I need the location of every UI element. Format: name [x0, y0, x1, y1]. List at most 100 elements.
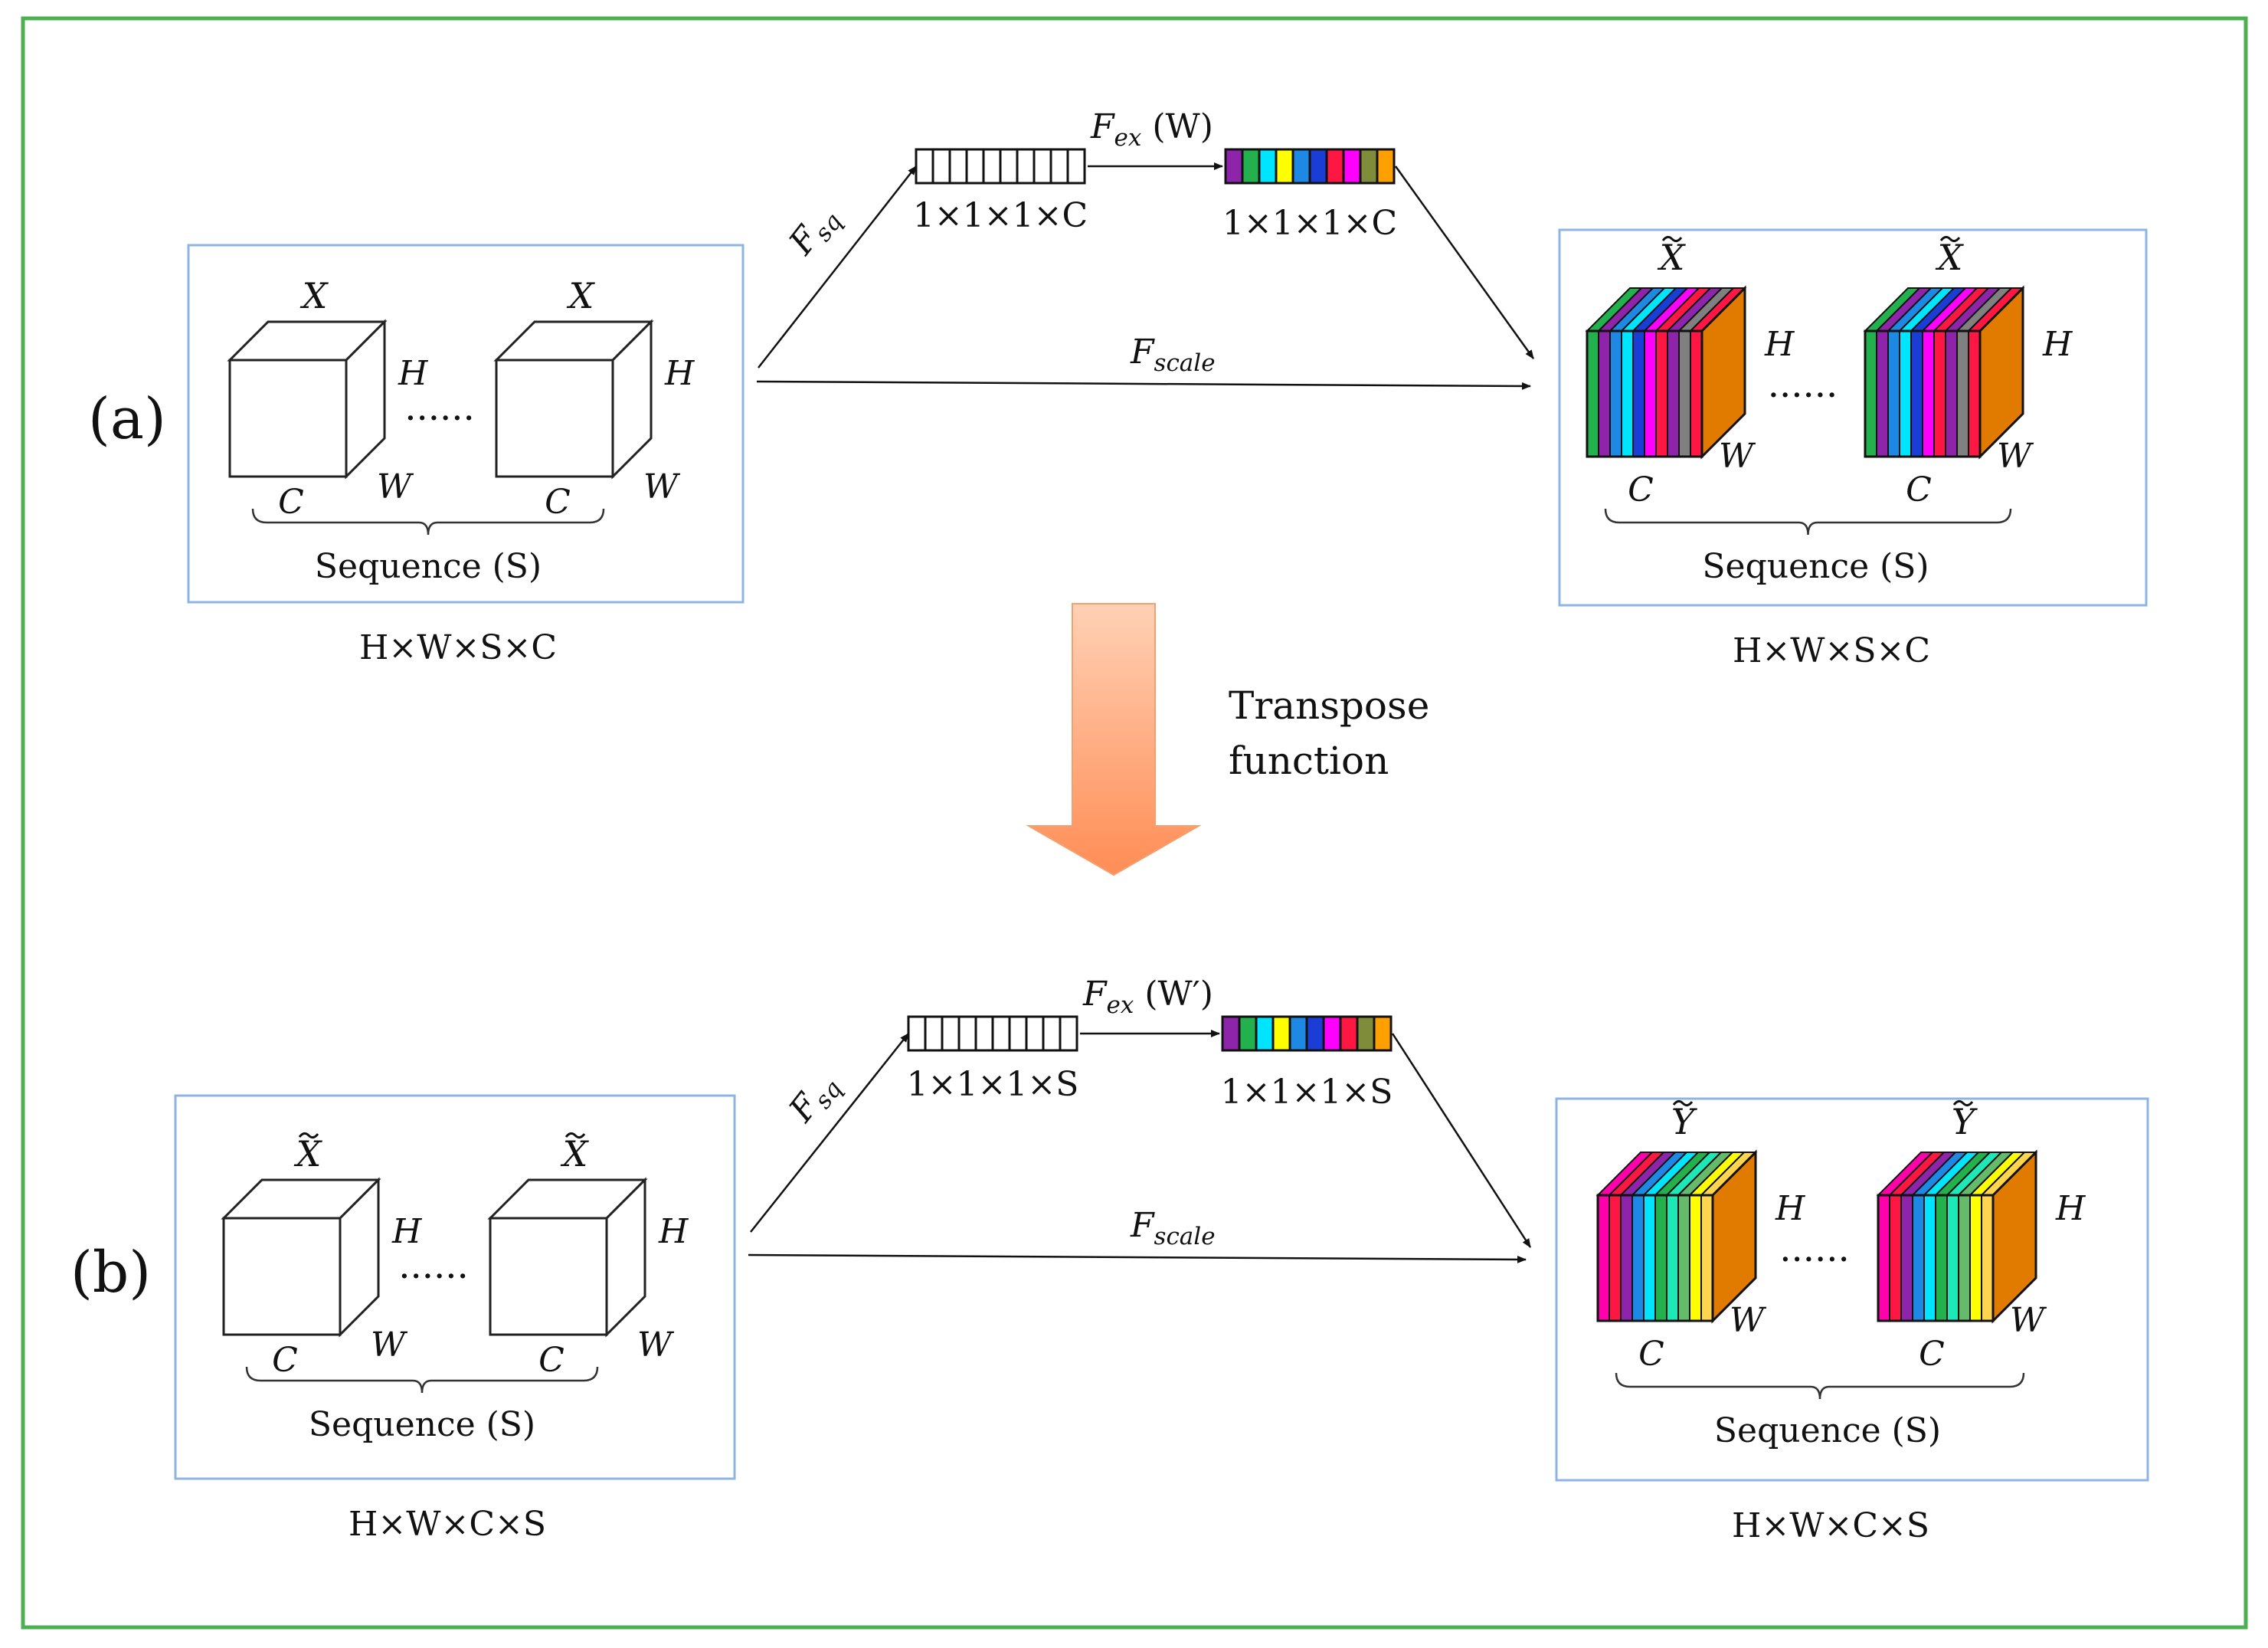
slice-front: [1900, 1194, 1913, 1322]
slice-front: [1946, 1194, 1959, 1322]
slice-front: [1597, 1194, 1610, 1322]
input-panel-border: [187, 244, 745, 604]
scale-arrow: [756, 380, 1531, 390]
squeeze-arrow: [758, 165, 917, 369]
tilde-mark: [1952, 1099, 1974, 1107]
cube-c-label: C: [1919, 1335, 1945, 1374]
vector-cell: [1308, 148, 1328, 185]
vector-cell: [1059, 1015, 1078, 1052]
sequence-label: Sequence (S): [1714, 1411, 1941, 1450]
slice-front: [1609, 330, 1622, 457]
cube-side: [339, 1177, 380, 1338]
cube-h-label: H: [2042, 325, 2073, 364]
slice-front: [1654, 1194, 1667, 1322]
slice-front: [1935, 1194, 1948, 1322]
cube-h-label: H: [2055, 1189, 2086, 1228]
slice-front: [1586, 330, 1599, 457]
vector-cell: [974, 1015, 994, 1052]
vector-cell: [1322, 1015, 1342, 1052]
vector-cell: [924, 1015, 944, 1052]
slice-front: [1644, 330, 1657, 457]
cube-h-label: H: [391, 1212, 423, 1251]
input-panel-border: [174, 1094, 736, 1480]
slice-front: [1923, 1194, 1936, 1322]
sequence-label: Sequence (S): [309, 1405, 535, 1444]
output-dims-label: H×W×S×C: [1733, 631, 1930, 670]
vector-cell: [1025, 1015, 1045, 1052]
vector-cell: [982, 148, 1002, 185]
slice-front: [1877, 1194, 1890, 1322]
vector-cell: [1271, 1015, 1291, 1052]
cube-w-label: W: [377, 467, 414, 506]
vector-cell: [1258, 148, 1278, 185]
cube-h-label: H: [664, 354, 695, 393]
squeezed-vector: [907, 1015, 1078, 1052]
sequence-dots: ......: [398, 1244, 469, 1287]
slice-front: [1609, 1194, 1622, 1322]
transpose-label-line1: Transpose: [1229, 683, 1429, 728]
sequence-dots: ......: [1768, 363, 1838, 406]
tilde-mark: [565, 1132, 586, 1139]
vector-cell: [1291, 148, 1311, 185]
cube-label: X: [294, 1133, 323, 1175]
slice-front: [1956, 330, 1969, 457]
sequence-brace: [251, 508, 605, 536]
vector-cell: [1049, 148, 1069, 185]
slice-front: [1620, 1194, 1633, 1322]
squeezed-vector-dims: 1×1×1×C: [913, 196, 1088, 235]
panel-label: (a): [88, 386, 166, 452]
squeeze-arrow: [750, 1033, 909, 1233]
cube-c-label: C: [278, 483, 304, 522]
cube-c-label: C: [538, 1341, 565, 1380]
vector-cell: [1066, 148, 1086, 185]
excited-vector: [1221, 1015, 1393, 1052]
cube-w-label: W: [643, 467, 681, 506]
transpose-label-line2: function: [1229, 739, 1389, 783]
sequence-brace: [1604, 508, 2012, 536]
scale-arrow: [748, 1253, 1527, 1263]
slice-front: [1968, 330, 1981, 457]
cube-label: Y: [1671, 1101, 1698, 1142]
vector-cell: [1325, 148, 1345, 185]
slice-front: [1876, 330, 1889, 457]
vector-cell: [1221, 1015, 1241, 1052]
vector-cell: [1255, 1015, 1275, 1052]
cube-label: Y: [1952, 1101, 1978, 1142]
cube-h-label: H: [398, 354, 429, 393]
cube-front: [222, 1217, 342, 1336]
squeezed-vector-dims: 1×1×1×S: [907, 1065, 1079, 1104]
vector-cell: [999, 148, 1019, 185]
slice-front: [1700, 1194, 1713, 1322]
squeeze-label: Fsq: [781, 198, 848, 266]
cube-c-label: C: [1628, 470, 1654, 509]
slice-front: [1631, 1194, 1645, 1322]
slice-front: [1598, 330, 1611, 457]
slice-front: [1864, 330, 1877, 457]
input-cube: X H W C: [227, 275, 429, 522]
cube-label: X: [300, 275, 329, 316]
slice-front: [1958, 1194, 1971, 1322]
vector-cell: [1033, 148, 1052, 185]
vector-cell: [1339, 1015, 1359, 1052]
cube-h-label: H: [1775, 1189, 1806, 1228]
vector-cell: [941, 1015, 961, 1052]
transpose-arrow: [1026, 603, 1202, 876]
cube-c-label: C: [1638, 1335, 1664, 1374]
cube-label: X: [1658, 237, 1687, 278]
sequence-dots: ......: [1779, 1227, 1850, 1270]
slice-front: [1666, 1194, 1679, 1322]
cube-c-label: C: [272, 1341, 298, 1380]
vector-cell: [1359, 148, 1379, 185]
tilde-mark: [1661, 235, 1683, 243]
vector-cell: [991, 1015, 1011, 1052]
